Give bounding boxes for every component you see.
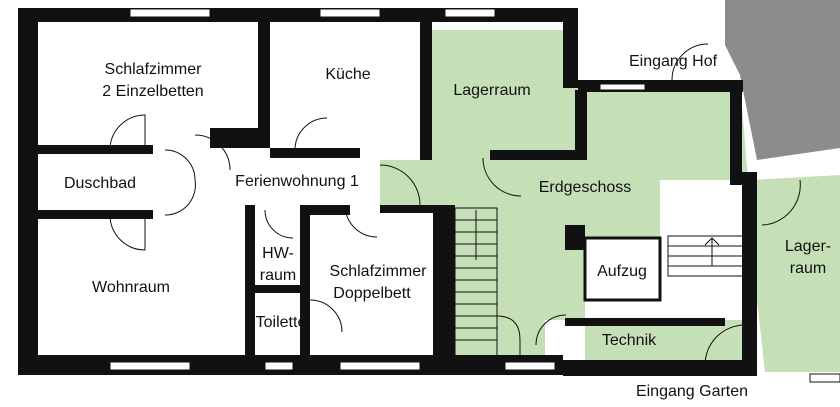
label-ferienwohnung: Ferienwohnung 1 [235,173,359,190]
elevator-shaft [583,236,662,302]
label-schlafzimmer-1-beds: 2 Einzelbetten [102,83,203,100]
label-aufzug: Aufzug [597,263,647,280]
staircase-right [667,235,751,277]
label-lagerraum-2-line1: Lager- [785,238,831,255]
neighbor-building [725,0,840,160]
label-schlafzimmer-2: Schlafzimmer [330,263,428,280]
label-schlafzimmer-1: Schlafzimmer [105,61,203,78]
label-technik: Technik [602,332,657,349]
doors [109,43,801,366]
label-hw-raum-1: HW- [262,245,294,262]
label-hw-raum-2: raum [260,267,296,284]
label-eingang-garten: Eingang Garten [636,383,748,400]
storage-area-green [752,175,840,372]
label-eingang-hof: Eingang Hof [629,53,718,70]
windows [109,8,840,383]
interior-walls [38,22,725,355]
label-lagerraum-2-line2: raum [790,260,826,277]
label-toilette: Toilette [256,314,307,331]
label-schlafzimmer-2-bed: Doppelbett [333,285,411,302]
label-wohnraum: Wohnraum [92,279,170,296]
common-area-green [380,30,748,360]
technik-area-green [585,320,745,365]
label-duschbad: Duschbad [64,175,136,192]
label-lagerraum-1: Lagerraum [453,82,530,99]
staircase-left [454,207,521,357]
label-erdgeschoss: Erdgeschoss [539,179,632,196]
label-kueche: Küche [325,66,370,83]
